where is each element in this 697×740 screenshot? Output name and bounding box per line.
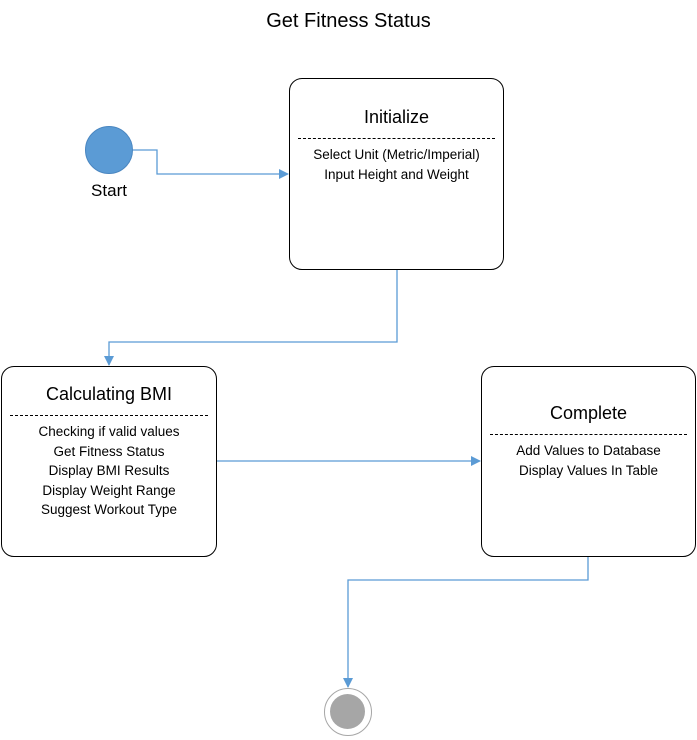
state-name: Initialize <box>363 107 430 127</box>
state-activity: Checking if valid values <box>38 424 180 439</box>
state-divider <box>10 415 208 416</box>
state-divider <box>490 434 687 435</box>
state-activity: Display Weight Range <box>42 482 176 498</box>
state-activity: Add Values to Database <box>516 443 661 458</box>
state-name: Complete <box>549 403 628 423</box>
state-calculating-bmi: Calculating BMI Checking if valid values… <box>1 366 217 557</box>
state-initialize: Initialize Select Unit (Metric/Imperial)… <box>289 78 504 270</box>
state-divider <box>298 138 495 139</box>
state-activity: Display BMI Results <box>48 463 170 478</box>
end-node <box>324 688 372 736</box>
state-activity: Suggest Workout Type <box>40 502 178 517</box>
transition-start-to-initialize <box>133 149 289 179</box>
end-node-core <box>330 694 365 729</box>
state-activity: Get Fitness Status <box>53 443 165 459</box>
transition-complete-to-end <box>343 557 589 688</box>
start-label: Start <box>91 181 127 200</box>
start-node <box>85 126 133 174</box>
transition-initialize-to-calculating-bmi <box>104 270 398 366</box>
state-activity: Select Unit (Metric/Imperial) <box>313 147 480 162</box>
state-activity: Display Values In Table <box>518 462 659 478</box>
diagram-title: Get Fitness Status <box>266 10 431 32</box>
state-name: Calculating BMI <box>45 384 173 404</box>
state-complete: Complete Add Values to Database Display … <box>481 366 696 557</box>
state-activity: Input Height and Weight <box>324 166 469 182</box>
